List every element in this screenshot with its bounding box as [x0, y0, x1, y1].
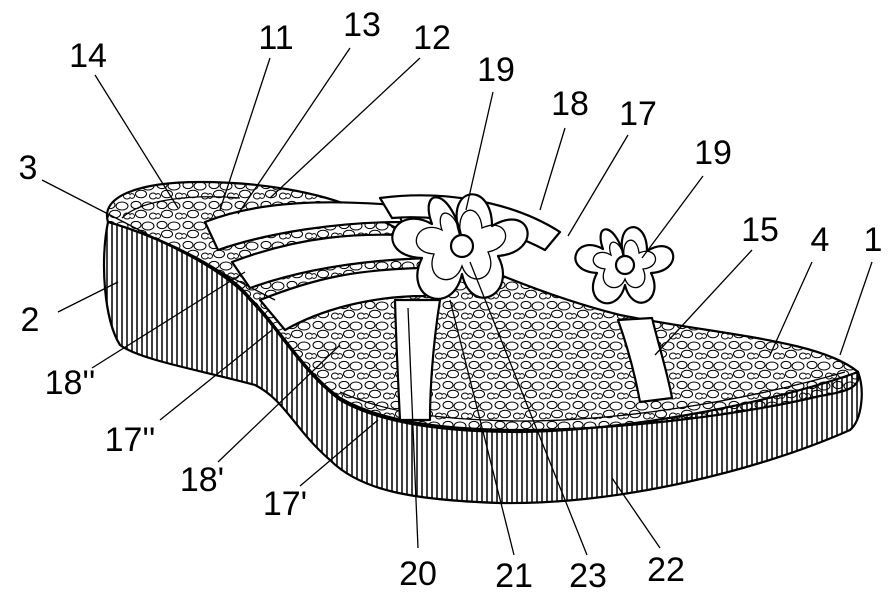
leader-17pp	[159, 329, 273, 421]
label-15: 15	[741, 211, 779, 249]
leader-3	[41, 179, 276, 301]
label-22: 22	[647, 551, 685, 589]
flower-ornament-large	[391, 193, 529, 300]
leader-1	[839, 261, 873, 356]
reference-labels: 1 2 3 4 11 12 13 14 15 17 17' 17'' 18 18…	[19, 6, 883, 595]
sole-side-wall	[102, 220, 863, 505]
label-17-double-prime: 17''	[105, 421, 156, 459]
leader-23	[469, 261, 588, 556]
label-13: 13	[343, 6, 381, 44]
leader-20	[407, 307, 419, 549]
leader-11	[219, 57, 271, 211]
label-12: 12	[413, 19, 451, 57]
label-18-double-prime: 18''	[45, 364, 96, 402]
leader-15	[654, 249, 753, 356]
leader-18p	[217, 344, 341, 463]
label-23: 23	[569, 557, 607, 595]
label-11: 11	[258, 19, 293, 57]
label-4: 4	[811, 221, 830, 259]
label-20: 20	[399, 555, 437, 593]
leader-12	[269, 57, 421, 199]
label-2: 2	[21, 301, 40, 339]
leader-14	[94, 74, 179, 209]
leader-lines	[41, 47, 873, 556]
label-21: 21	[495, 557, 533, 595]
leader-4	[769, 261, 813, 356]
leader-13	[237, 47, 351, 215]
flower-ornament-small	[574, 226, 675, 305]
label-14: 14	[69, 37, 107, 75]
leader-19b	[641, 175, 704, 259]
footbed-rim	[121, 196, 846, 422]
label-19-large: 19	[477, 51, 515, 89]
leader-2	[57, 281, 119, 313]
leader-19a	[465, 91, 494, 211]
label-18-prime: 18'	[180, 461, 224, 499]
leader-18a	[539, 127, 566, 211]
label-17-prime: 17'	[263, 485, 307, 523]
leader-18pp	[91, 271, 246, 369]
label-17: 17	[619, 95, 657, 133]
leader-21	[449, 299, 515, 556]
label-19-small: 19	[694, 134, 732, 172]
leader-17p	[299, 419, 379, 487]
label-3: 3	[19, 149, 38, 187]
label-18: 18	[551, 85, 589, 123]
label-1: 1	[864, 221, 883, 259]
leader-17a	[567, 134, 629, 237]
strap-vertical-right	[616, 316, 674, 404]
strap-lower	[258, 266, 427, 332]
strap-vertical-left	[393, 298, 442, 422]
leader-22	[611, 477, 661, 549]
